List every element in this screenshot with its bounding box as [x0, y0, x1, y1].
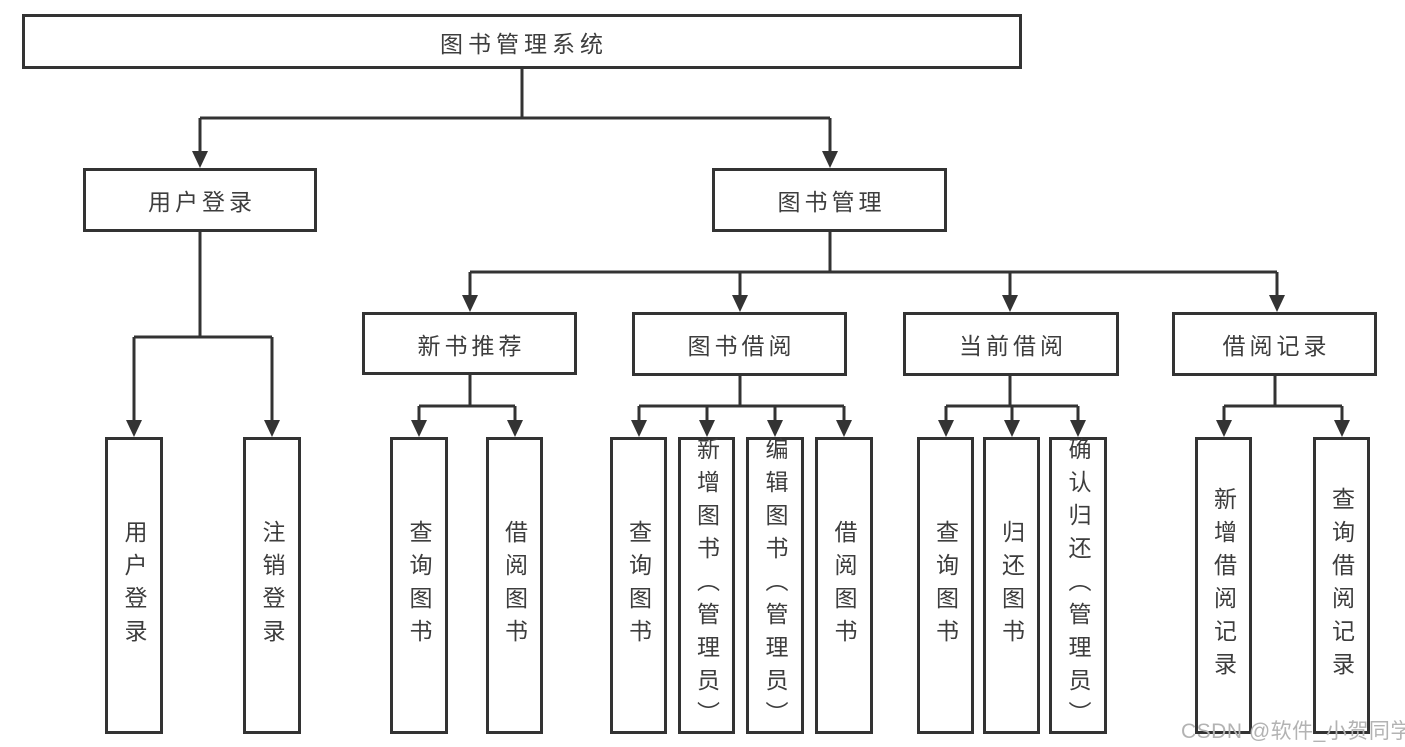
leaf-records-add-record: 新增借阅记录 — [1195, 437, 1252, 734]
leaf-borrow-add-books-admin: 新增图书（管理员） — [678, 437, 735, 734]
leaf-records-query-record: 查询借阅记录 — [1313, 437, 1370, 734]
leaf-borrow-borrow-books: 借阅图书 — [815, 437, 873, 734]
leaf-current-confirm-return-admin: 确认归还（管理员） — [1049, 437, 1107, 734]
node-root: 图书管理系统 — [22, 14, 1022, 69]
leaf-borrow-edit-books-admin: 编辑图书（管理员） — [746, 437, 804, 734]
connector-root — [192, 69, 838, 168]
node-new-book-recommend: 新书推荐 — [362, 312, 577, 375]
csdn-watermark: CSDN @软件_小贺同学 — [1181, 720, 1405, 743]
connector-current-borrow — [938, 376, 1086, 437]
node-book-borrow: 图书借阅 — [632, 312, 847, 376]
node-current-borrow: 当前借阅 — [903, 312, 1119, 376]
leaf-user-login: 用户登录 — [105, 437, 163, 734]
node-borrow-records: 借阅记录 — [1172, 312, 1377, 376]
connector-book-management — [462, 232, 1285, 312]
leaf-newrec-borrow-books: 借阅图书 — [486, 437, 543, 734]
connector-new-book-recommend — [411, 375, 523, 437]
leaf-borrow-query-books: 查询图书 — [610, 437, 667, 734]
connector-user-login — [126, 232, 280, 437]
leaf-logout: 注销登录 — [243, 437, 301, 734]
leaf-current-return-books: 归还图书 — [983, 437, 1040, 734]
leaf-newrec-query-books: 查询图书 — [390, 437, 448, 734]
node-book-management: 图书管理 — [712, 168, 947, 232]
connector-borrow-records — [1216, 376, 1350, 437]
node-user-login: 用户登录 — [83, 168, 317, 232]
leaf-current-query-books: 查询图书 — [917, 437, 974, 734]
connector-book-borrow — [631, 376, 852, 437]
